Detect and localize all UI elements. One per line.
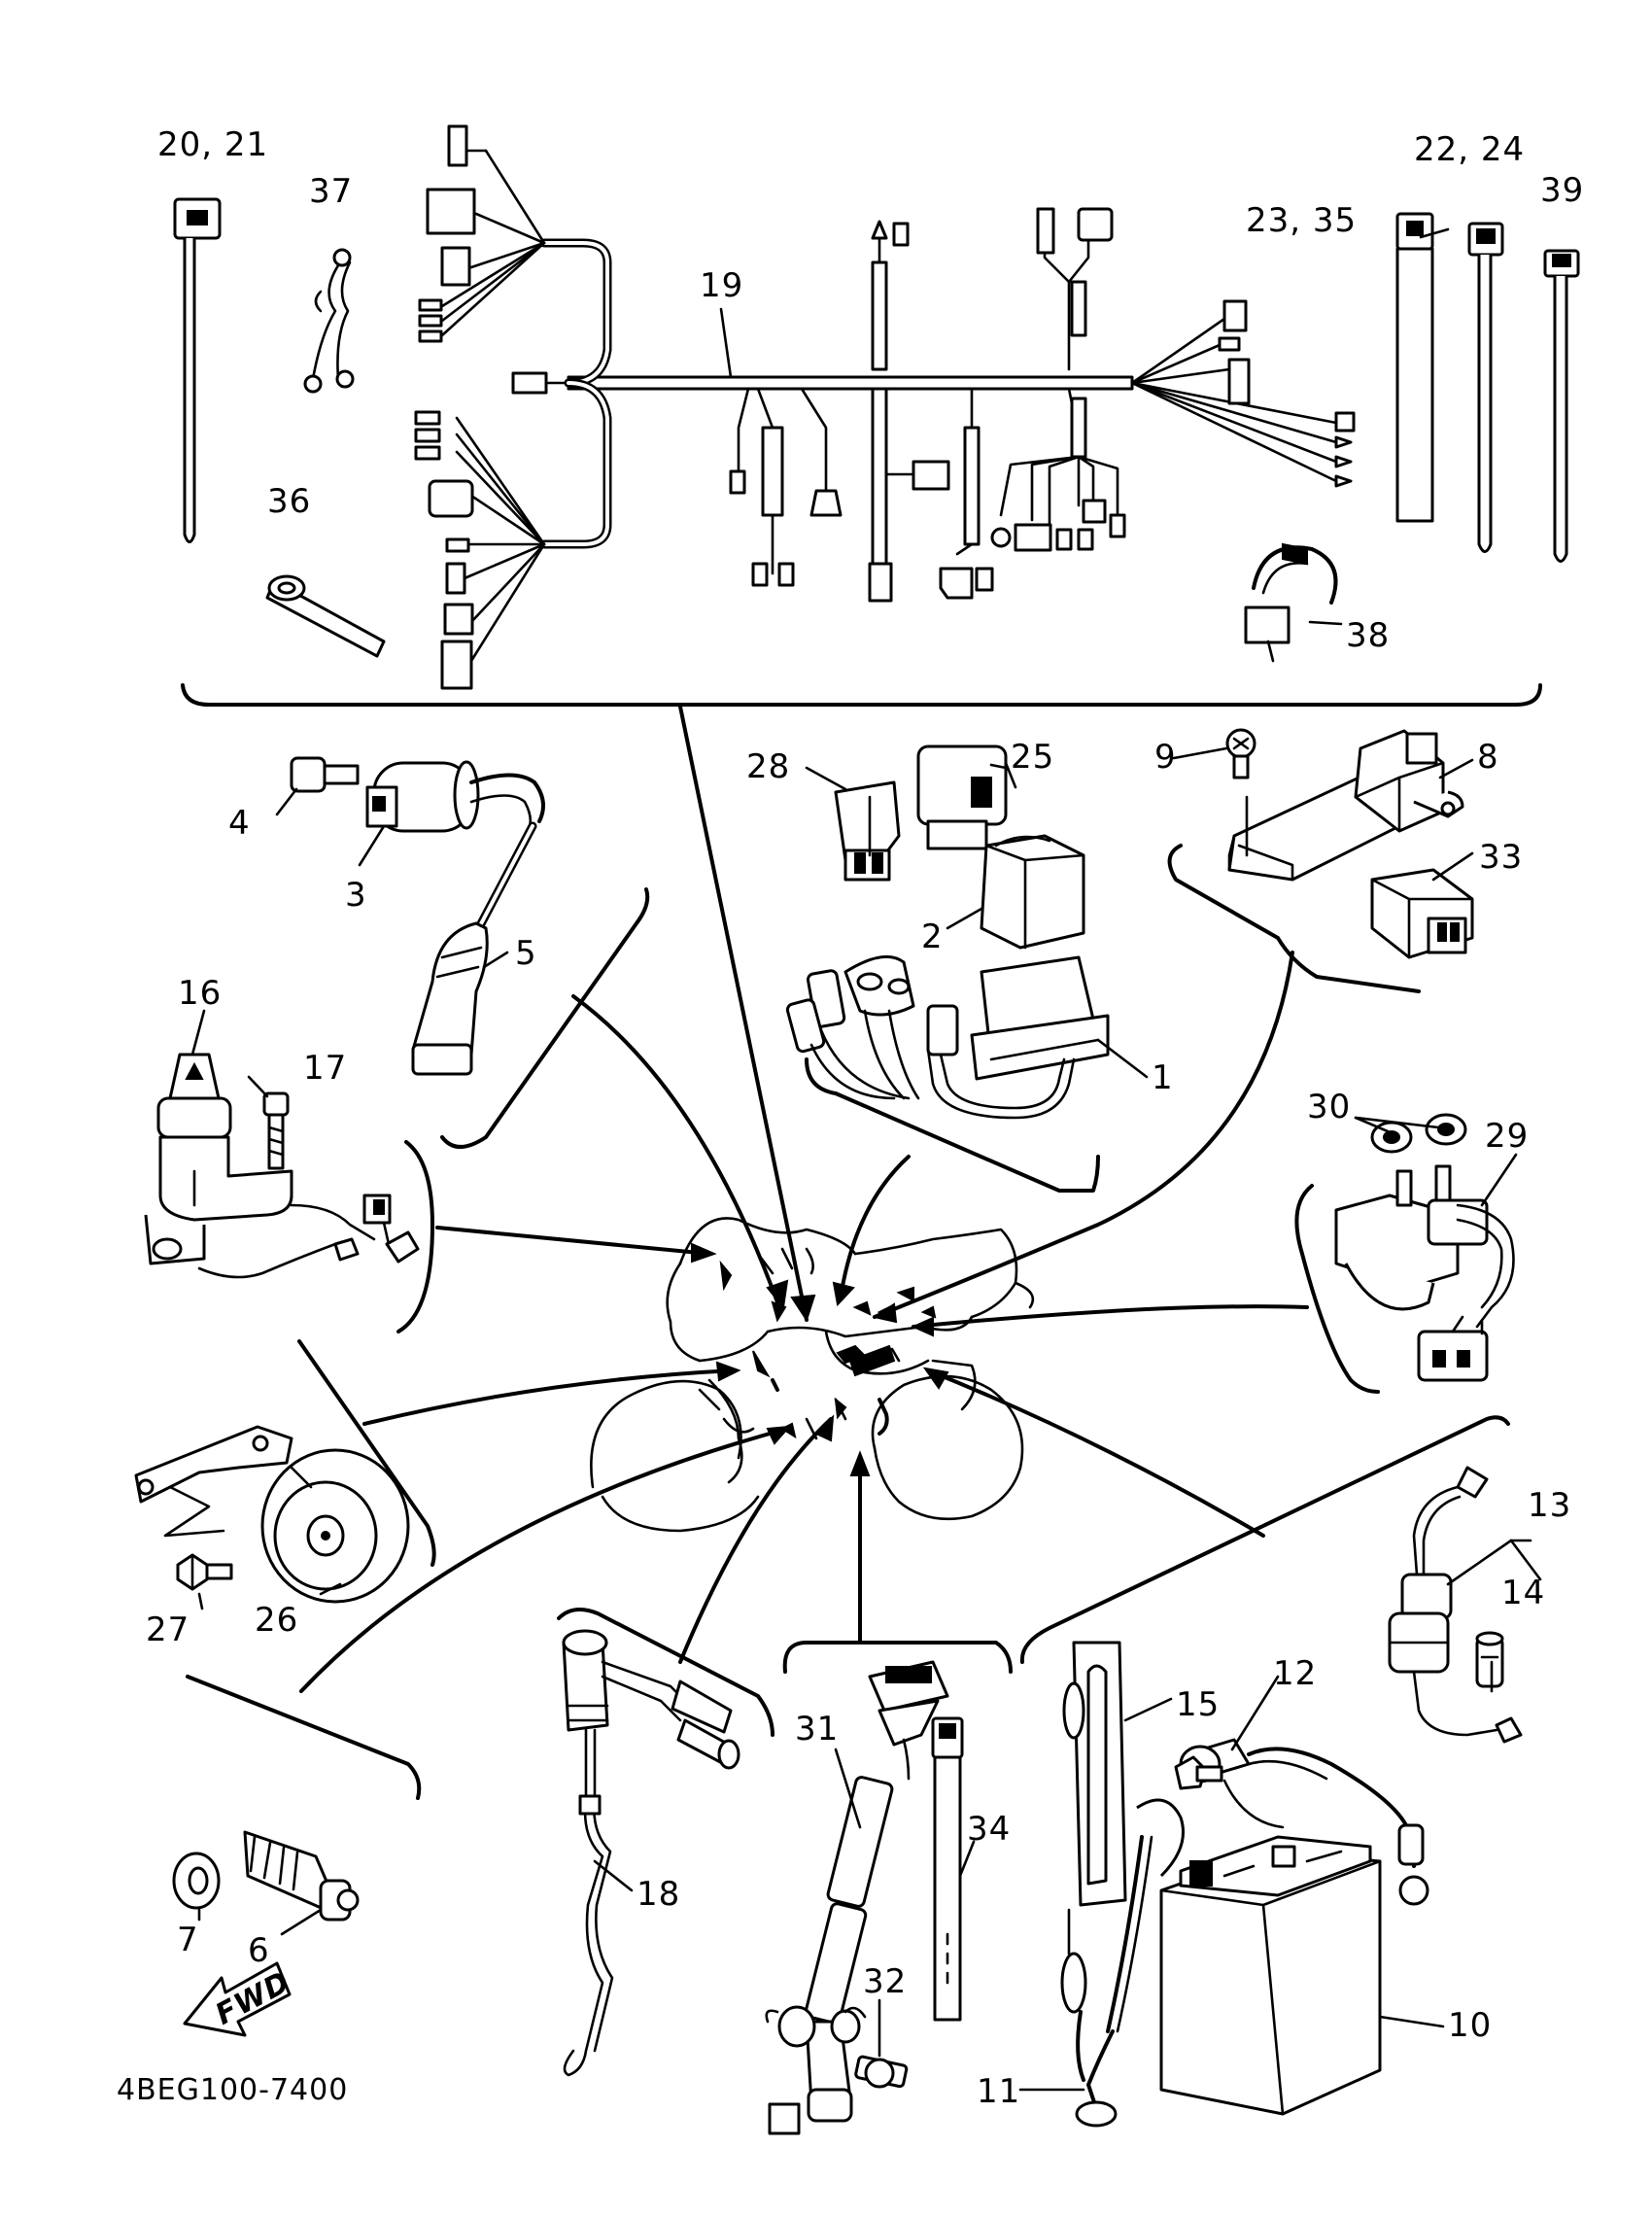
sensor-lead-18 — [562, 1629, 740, 2077]
neutral-switch-bracket — [186, 1675, 422, 1800]
relay-group-bracket — [805, 1057, 1100, 1193]
label-39: 39 — [1540, 171, 1584, 210]
label-17: 17 — [303, 1049, 347, 1088]
label-18: 18 — [637, 1875, 680, 1914]
horn-group-bracket — [297, 1339, 436, 1567]
label-16: 16 — [178, 974, 222, 1013]
label-9: 9 — [1154, 738, 1177, 777]
washer-7 — [172, 1852, 221, 1910]
nuts-30 — [1370, 1113, 1467, 1154]
forward-arrow-icon: FWD — [183, 1961, 296, 2037]
label-29: 29 — [1485, 1117, 1529, 1156]
plug-cap-5 — [411, 821, 537, 1076]
starter-switch-31 — [765, 1660, 949, 2135]
label-20-21: 20, 21 — [157, 125, 268, 164]
label-26: 26 — [255, 1601, 298, 1640]
cable-tie-23-35 — [1395, 212, 1434, 523]
ignition-coil-3 — [365, 760, 545, 833]
cdi-harness — [785, 954, 1076, 1120]
part-labels: 20, 21 37 19 22, 24 39 23, 35 36 38 28 2… — [146, 125, 1584, 2111]
bolt-battery — [1174, 1755, 1223, 1790]
regulator-group-bracket — [1167, 844, 1421, 993]
battery-cable-11 — [1060, 1798, 1185, 2128]
mount-points — [719, 1260, 937, 1439]
clamp-38 — [1244, 542, 1338, 663]
label-8: 8 — [1477, 738, 1499, 777]
label-32: 32 — [863, 1962, 907, 2001]
label-38: 38 — [1346, 616, 1390, 655]
leader-lines — [299, 705, 1309, 1693]
callout-lines — [190, 227, 1542, 2092]
leader-arrowheads — [691, 1242, 949, 1476]
label-28: 28 — [746, 747, 790, 786]
ground-lead-36 — [265, 574, 386, 658]
label-12: 12 — [1273, 1654, 1317, 1693]
label-34: 34 — [967, 1810, 1011, 1849]
label-15: 15 — [1176, 1685, 1220, 1724]
label-30: 30 — [1307, 1088, 1351, 1126]
connector-2 — [980, 834, 1085, 950]
coil-group-bracket — [440, 887, 650, 1149]
relay-25 — [916, 744, 1017, 850]
label-7: 7 — [177, 1921, 199, 1959]
label-25: 25 — [1011, 738, 1054, 777]
cable-tie-22-24 — [1467, 222, 1504, 553]
harness-group-bracket — [181, 683, 1542, 707]
label-37: 37 — [309, 172, 353, 211]
label-13: 13 — [1528, 1486, 1571, 1525]
cable-tie-39 — [1543, 249, 1580, 563]
starter-relay-bracket — [1294, 1184, 1380, 1394]
label-33: 33 — [1479, 838, 1523, 877]
label-22-24: 22, 24 — [1414, 130, 1525, 169]
main-switch-16 — [144, 1053, 293, 1265]
label-2: 2 — [921, 918, 944, 956]
rectifier-regulator-8 — [1227, 729, 1464, 882]
starter-relay-29 — [1334, 1164, 1515, 1382]
label-4: 4 — [228, 804, 251, 843]
diagram-code: 4BEG100-7400 — [117, 2073, 348, 2107]
label-6: 6 — [248, 1931, 270, 1970]
main-switch-lead — [197, 1194, 420, 1279]
label-36: 36 — [267, 482, 311, 521]
horn-bracket — [134, 1425, 293, 1538]
bolt-4 — [290, 756, 360, 793]
label-31: 31 — [795, 1710, 839, 1749]
relay-28 — [834, 780, 901, 882]
bolt-9 — [1225, 728, 1256, 779]
battery-10 — [1159, 1835, 1382, 2116]
label-23-35: 23, 35 — [1246, 201, 1357, 240]
label-27: 27 — [146, 1610, 189, 1649]
cdi-unit-1 — [970, 955, 1110, 1081]
fuse-14 — [1475, 1631, 1504, 1688]
relay-33 — [1370, 868, 1474, 959]
battery-group-bracket — [1019, 1415, 1510, 1664]
label-10: 10 — [1448, 2006, 1492, 2045]
battery-band-15 — [1062, 1641, 1127, 1907]
horn-26 — [260, 1448, 410, 1604]
label-1: 1 — [1152, 1058, 1174, 1097]
cable-tie-20-21 — [173, 197, 222, 543]
cable-tie-34 — [931, 1716, 964, 2022]
label-5: 5 — [515, 934, 537, 973]
starter-switch-bracket — [782, 1641, 1013, 1674]
label-19: 19 — [700, 266, 743, 305]
fuse-holder-13 — [1388, 1466, 1523, 1744]
bolt-27 — [176, 1553, 233, 1591]
wire-clamp-37 — [303, 248, 355, 394]
main-switch-bracket — [396, 1140, 434, 1333]
label-14: 14 — [1501, 1574, 1545, 1612]
bolt-32 — [854, 2055, 909, 2089]
neutral-switch-6 — [243, 1830, 360, 1922]
forward-label: FWD — [210, 1965, 295, 2032]
label-11: 11 — [977, 2072, 1020, 2111]
sensor-group-bracket — [557, 1608, 774, 1737]
wire-harness — [414, 124, 1356, 690]
screw-17 — [262, 1091, 290, 1170]
label-3: 3 — [345, 876, 367, 915]
